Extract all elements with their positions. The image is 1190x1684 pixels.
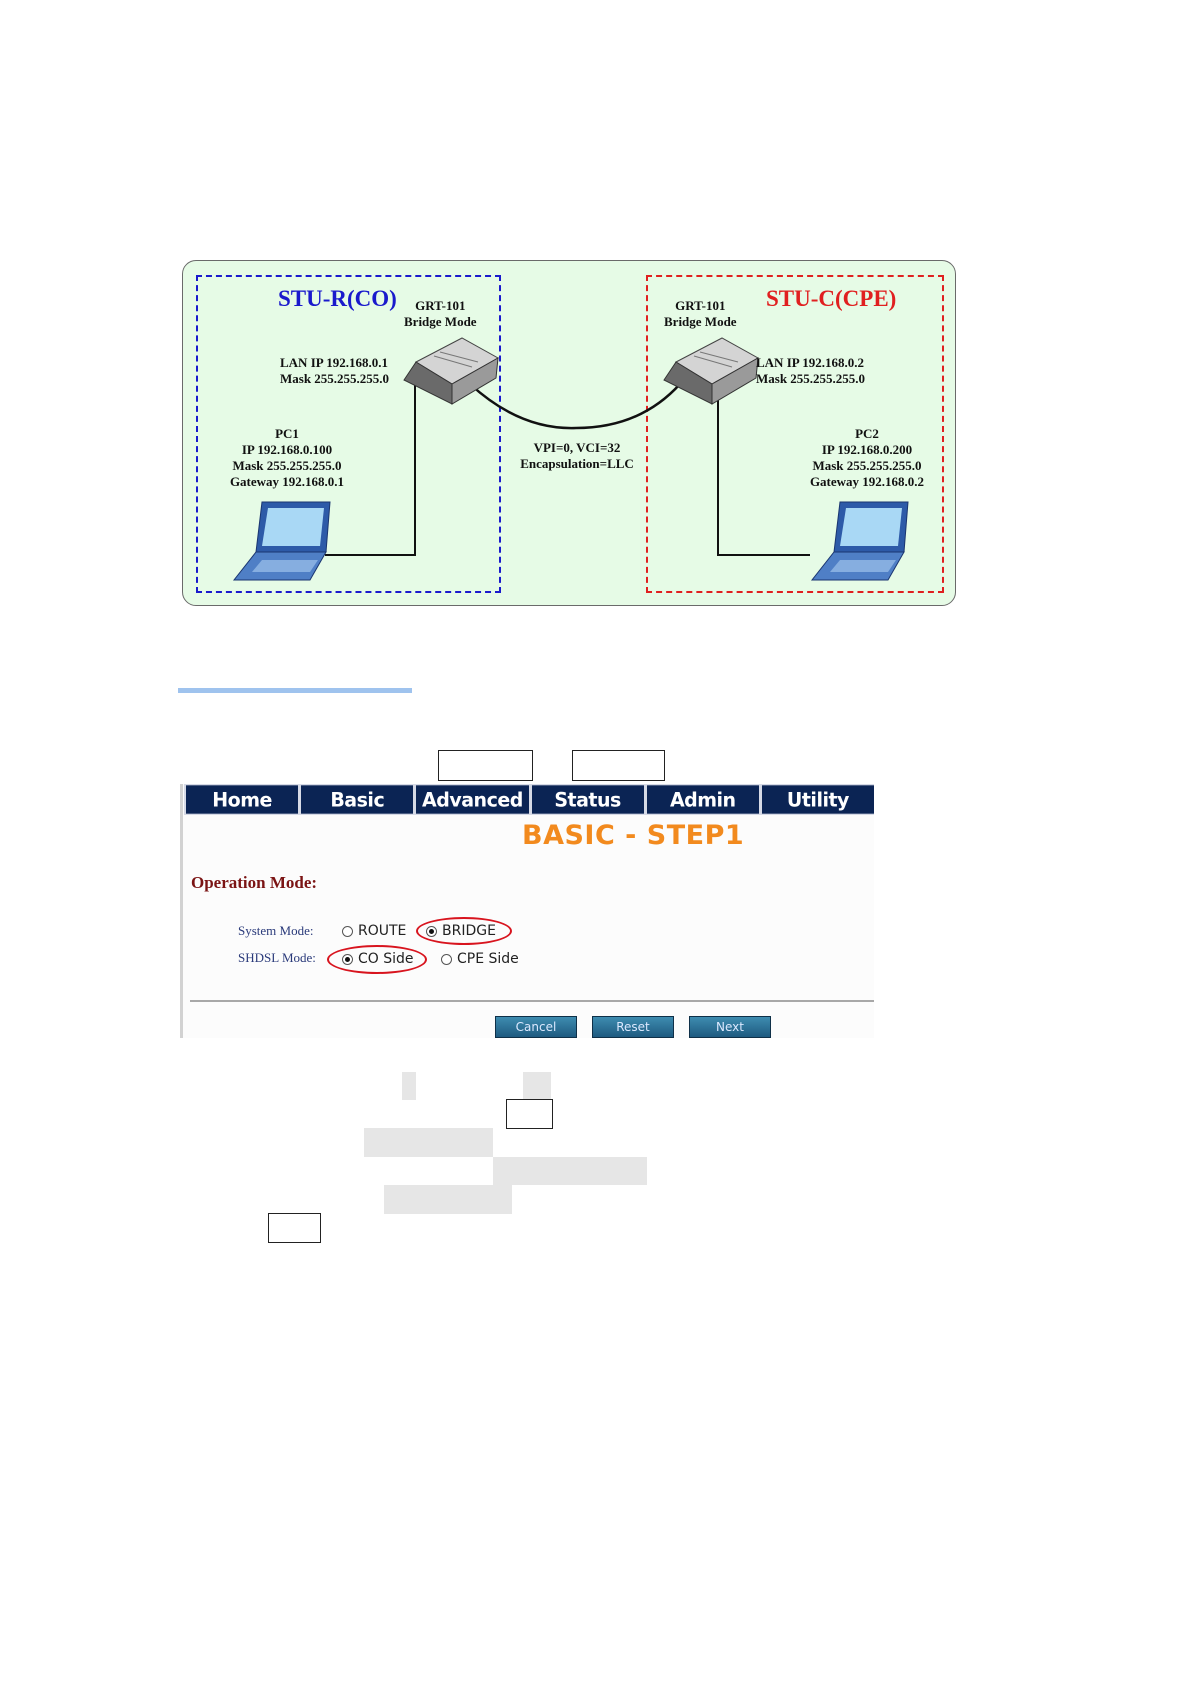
co-side-highlight	[327, 945, 427, 974]
blank-box	[572, 750, 665, 781]
pc1-ip: IP 192.168.0.100	[241, 442, 333, 457]
cpe-device-mode: Bridge Mode	[664, 314, 737, 329]
co-device-label: GRT-101 Bridge Mode	[404, 298, 477, 330]
radio-cpe-side[interactable]	[441, 953, 452, 965]
nav-bar: Home Basic Advanced Status Admin Utility	[184, 784, 875, 815]
link-encapsulation: Encapsulation=LLC	[520, 456, 634, 471]
radio-route[interactable]	[342, 925, 353, 937]
cpe-zone-title: STU-C(CPE)	[766, 286, 897, 311]
cpe-lan-ip: LAN IP 192.168.0.2	[756, 355, 864, 370]
co-device-model: GRT-101	[415, 298, 466, 313]
system-mode-label: System Mode:	[238, 923, 314, 938]
redacted-block	[493, 1157, 647, 1185]
section-title: Operation Mode:	[191, 873, 318, 892]
nav-tab-home[interactable]: Home	[186, 785, 299, 814]
redacted-block	[384, 1185, 512, 1214]
co-zone	[196, 275, 501, 593]
cpe-side-label: CPE Side	[457, 951, 519, 967]
cancel-button[interactable]: Cancel	[495, 1016, 577, 1038]
pc2-gateway: Gateway 192.168.0.2	[809, 474, 925, 489]
co-lan-label: LAN IP 192.168.0.1 Mask 255.255.255.0	[280, 355, 389, 387]
pc2-name: PC2	[855, 426, 879, 441]
bridge-highlight	[416, 917, 512, 945]
shdsl-mode-cpe-option[interactable]: CPE Side	[441, 951, 519, 967]
cpe-device-label: GRT-101 Bridge Mode	[664, 298, 737, 330]
redacted-block	[523, 1072, 551, 1100]
co-lan-ip: LAN IP 192.168.0.1	[280, 355, 388, 370]
reset-button[interactable]: Reset	[592, 1016, 674, 1038]
link-vpi-vci: VPI=0, VCI=32	[533, 440, 621, 455]
pc1-name: PC1	[275, 426, 299, 441]
blank-box	[506, 1099, 553, 1129]
pc2-mask: Mask 255.255.255.0	[812, 458, 922, 473]
route-label: ROUTE	[358, 923, 407, 939]
nav-tab-status[interactable]: Status	[531, 785, 644, 814]
link-settings-label: VPI=0, VCI=32 Encapsulation=LLC	[510, 440, 644, 472]
co-device-mode: Bridge Mode	[404, 314, 477, 329]
cpe-zone	[646, 275, 944, 593]
cpe-lan-mask: Mask 255.255.255.0	[756, 371, 866, 386]
web-ui-screenshot	[180, 784, 874, 1038]
nav-tab-basic[interactable]: Basic	[301, 785, 414, 814]
cpe-device-model: GRT-101	[675, 298, 726, 313]
co-zone-title: STU-R(CO)	[278, 286, 397, 311]
blank-box	[438, 750, 533, 781]
co-lan-mask: Mask 255.255.255.0	[280, 371, 390, 386]
pc1-gateway: Gateway 192.168.0.1	[229, 474, 345, 489]
page-title: BASIC - STEP1	[522, 820, 745, 851]
pc1-label: PC1 IP 192.168.0.100 Mask 255.255.255.0 …	[222, 426, 352, 490]
nav-tab-utility[interactable]: Utility	[761, 785, 875, 814]
next-button[interactable]: Next	[689, 1016, 771, 1038]
redacted-block	[364, 1128, 493, 1157]
nav-tab-advanced[interactable]: Advanced	[416, 785, 529, 814]
ui-divider	[190, 1000, 874, 1002]
system-mode-route-option[interactable]: ROUTE	[342, 923, 406, 939]
pc2-ip: IP 192.168.0.200	[821, 442, 913, 457]
blank-box	[268, 1213, 321, 1243]
redacted-block	[402, 1072, 416, 1100]
cpe-lan-label: LAN IP 192.168.0.2 Mask 255.255.255.0	[756, 355, 865, 387]
pc2-label: PC2 IP 192.168.0.200 Mask 255.255.255.0 …	[800, 426, 934, 490]
ui-left-border	[180, 784, 183, 1038]
section-heading-underline	[178, 688, 412, 693]
shdsl-mode-label: SHDSL Mode:	[238, 950, 316, 965]
pc1-mask: Mask 255.255.255.0	[232, 458, 342, 473]
nav-tab-admin[interactable]: Admin	[646, 785, 759, 814]
